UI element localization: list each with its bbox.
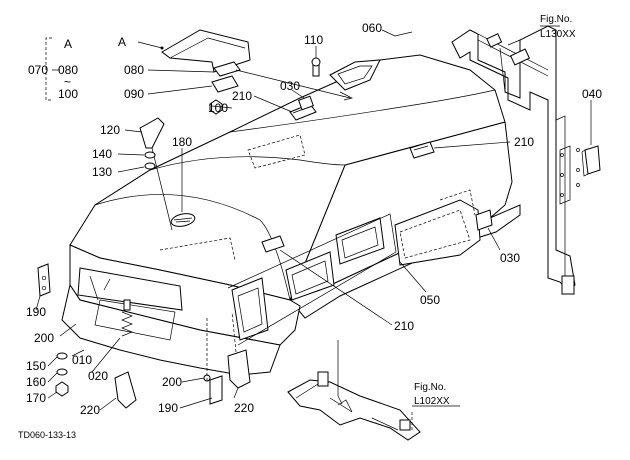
figref-top-title: Fig.No. <box>540 14 572 25</box>
part-080 <box>213 61 241 77</box>
part-030-rear <box>475 209 493 231</box>
part-040-bracket <box>581 145 601 177</box>
lower-frame <box>287 371 421 441</box>
label-160: 160 <box>26 375 46 389</box>
label-120: 120 <box>100 123 120 137</box>
label-190-center: 190 <box>158 401 178 415</box>
part-130-nut <box>144 162 156 170</box>
part-100-nut <box>209 99 223 115</box>
group-bracket-070 <box>45 37 60 101</box>
figref-bottom-title: Fig.No. <box>414 382 446 393</box>
part-090 <box>211 75 239 93</box>
part-140-washer <box>144 151 156 159</box>
handle-210-side <box>261 235 285 253</box>
label-170: 170 <box>26 391 46 405</box>
bonnet-assembly <box>61 54 521 376</box>
leader-lines <box>35 25 592 430</box>
label-100: 100 <box>208 101 228 115</box>
part-190-center-bracket <box>209 375 223 405</box>
label-040: 040 <box>582 87 602 101</box>
part-120-stay <box>139 117 173 231</box>
part-030-top <box>298 95 314 111</box>
label-a-group: A <box>64 37 72 51</box>
rear-frame <box>451 25 580 295</box>
label-150: 150 <box>26 359 46 373</box>
label-110: 110 <box>304 33 323 47</box>
part-150-washer <box>56 352 68 360</box>
label-080: 080 <box>124 63 144 77</box>
label-220-center: 220 <box>234 401 254 415</box>
callout-labels: A 070 080 ~ 100 A 080 090 100 110 060 03… <box>18 14 602 440</box>
label-210-right: 210 <box>514 135 534 149</box>
label-010: 010 <box>72 353 92 367</box>
label-210-bottom: 210 <box>394 319 414 333</box>
label-090: 090 <box>124 87 144 101</box>
label-220-left: 220 <box>80 403 100 417</box>
label-100-group: 100 <box>58 87 78 101</box>
label-060: 060 <box>362 21 382 35</box>
figref-top-code: L130XX <box>540 29 576 40</box>
label-190-left: 190 <box>26 305 46 319</box>
label-020: 020 <box>88 369 108 383</box>
label-070: 070 <box>28 63 48 77</box>
part-180-emblem <box>170 213 196 227</box>
handle-210-right <box>409 141 435 159</box>
label-030-right: 030 <box>500 251 520 265</box>
part-220-center <box>227 349 251 389</box>
label-tilde: ~ <box>64 75 71 89</box>
label-210-top: 210 <box>232 89 252 103</box>
label-a: A <box>118 35 126 49</box>
label-030-top: 030 <box>280 79 300 93</box>
label-200-center: 200 <box>162 375 182 389</box>
drawing-code: TD060-133-13 <box>18 430 76 440</box>
label-050: 050 <box>420 293 440 307</box>
label-140: 140 <box>92 147 112 161</box>
label-080-group: 080 <box>58 63 78 77</box>
part-170-nut <box>55 381 69 397</box>
part-220-left <box>114 371 137 409</box>
label-180: 180 <box>172 135 192 149</box>
label-200-left: 200 <box>34 331 54 345</box>
part-110-bolt <box>311 57 321 77</box>
part-190-left-bracket <box>37 263 51 297</box>
figref-bottom-code: L102XX <box>414 396 450 407</box>
part-160-washer <box>56 368 68 376</box>
label-130: 130 <box>92 165 112 179</box>
part-020-spring <box>121 299 133 337</box>
